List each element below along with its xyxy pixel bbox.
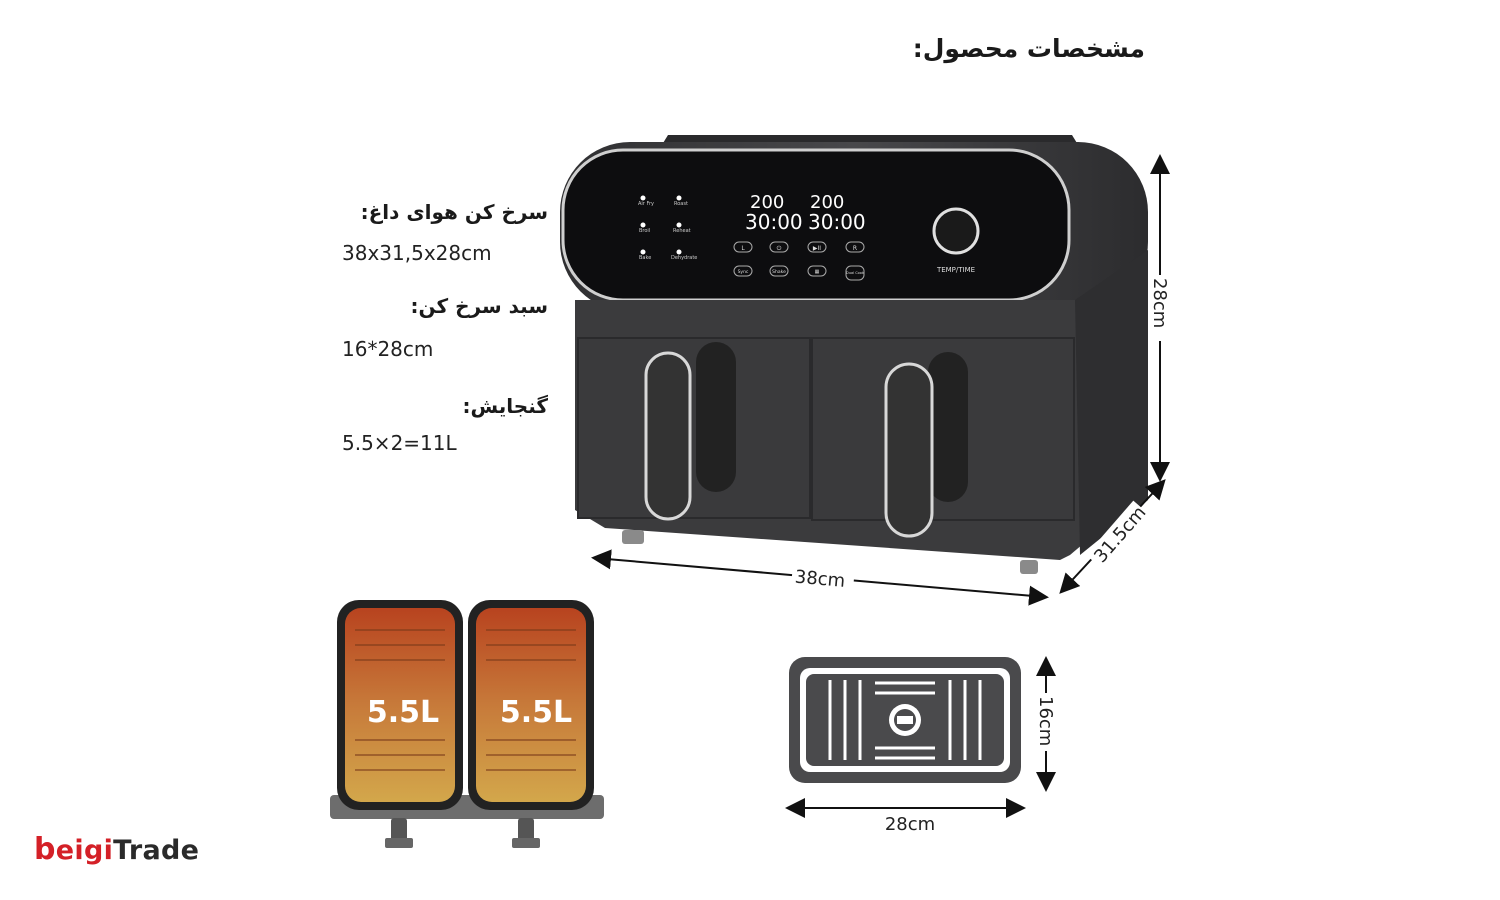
left-handle-grip	[696, 342, 736, 492]
btn-shake: Shake	[772, 269, 786, 275]
btn-grid: ▦	[815, 269, 820, 275]
basket-pair: 5.5L 5.5L	[330, 600, 604, 848]
display-temp-left: 200	[750, 192, 784, 213]
right-handle	[884, 362, 934, 538]
btn-play-pause: ▶II	[813, 245, 821, 252]
mode-bake: Bake	[639, 255, 651, 261]
crisper-plate	[789, 657, 1021, 783]
spec-basket-value: 16*28cm	[342, 337, 434, 361]
right-handle-grip	[928, 352, 968, 502]
left-basket-capacity: 5.5L	[367, 695, 439, 730]
spec-capacity-value: 5.5×2=11L	[342, 431, 457, 455]
air-fryer: TEMP/TIME 200 30:00 200 30:00 Air Fry Br…	[560, 135, 1148, 574]
spec-airfryer-value: 38x31,5x28cm	[342, 241, 492, 265]
logo-dark-text: Trade	[113, 835, 200, 866]
btn-sync: Sync	[738, 269, 749, 275]
display-temp-right: 200	[810, 192, 844, 213]
temp-time-knob	[932, 207, 980, 255]
logo-hook-letter: b	[34, 832, 56, 867]
logo-red-text: eigi	[55, 835, 114, 866]
mode-broil: Broil	[639, 228, 650, 234]
basket-width-label: 28cm	[885, 814, 935, 835]
display-time-right: 30:00	[808, 210, 866, 234]
spec-basket-label: سبد سرخ کن:	[410, 294, 548, 318]
width-label: 38cm	[794, 567, 846, 592]
mode-airfry: Air Fry	[638, 201, 654, 207]
right-basket-capacity: 5.5L	[500, 695, 572, 730]
spec-airfryer-label: سرخ کن هوای داغ:	[360, 200, 548, 224]
page-title: مشخصات محصول:	[912, 34, 1145, 63]
btn-dual-cook: Dual Cook	[846, 271, 865, 275]
basket-height-label: 16cm	[1035, 696, 1056, 746]
mode-roast: Roast	[674, 201, 688, 207]
spec-capacity-label: گنجایش:	[462, 394, 549, 418]
display-time-left: 30:00	[745, 210, 803, 234]
height-label: 28cm	[1149, 278, 1170, 328]
btn-right: R	[853, 245, 857, 252]
btn-power: ⏻	[777, 245, 782, 252]
mode-dehydrate: Dehydrate	[671, 255, 697, 261]
left-handle	[644, 351, 692, 521]
knob-label: TEMP/TIME	[936, 266, 975, 274]
brand-logo: beigiTrade	[34, 832, 199, 867]
mode-reheat: Reheat	[673, 228, 691, 234]
btn-left: L	[741, 245, 745, 252]
